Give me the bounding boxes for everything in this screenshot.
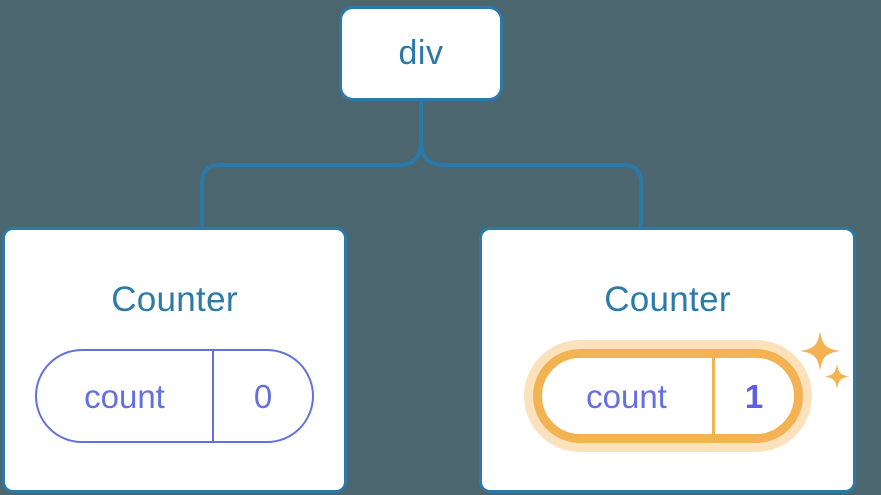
sparkle-large-icon [799, 331, 840, 371]
state-key-left: count [37, 351, 214, 441]
connector-edge-to-counter-left [200, 99, 423, 230]
node-counter-left-label: Counter [111, 280, 238, 319]
node-div[interactable]: div [339, 6, 503, 101]
connector-edge-to-counter-right [419, 99, 643, 230]
state-pill-wrap-right: count 1 [532, 331, 849, 443]
state-value-right: 1 [744, 377, 764, 415]
node-div-label: div [398, 34, 444, 72]
state-value-left: 0 [253, 377, 273, 415]
state-key-right: count [542, 358, 715, 434]
sparkle-small-icon [824, 364, 849, 389]
state-pill-left[interactable]: count 0 [35, 349, 314, 443]
state-pill-wrap-left: count 0 [35, 349, 314, 443]
node-counter-right-label: Counter [604, 280, 731, 319]
state-pill-right[interactable]: count 1 [532, 349, 803, 443]
node-counter-left[interactable]: Counter count 0 [2, 227, 347, 493]
node-counter-right[interactable]: Counter count 1 [479, 227, 856, 493]
